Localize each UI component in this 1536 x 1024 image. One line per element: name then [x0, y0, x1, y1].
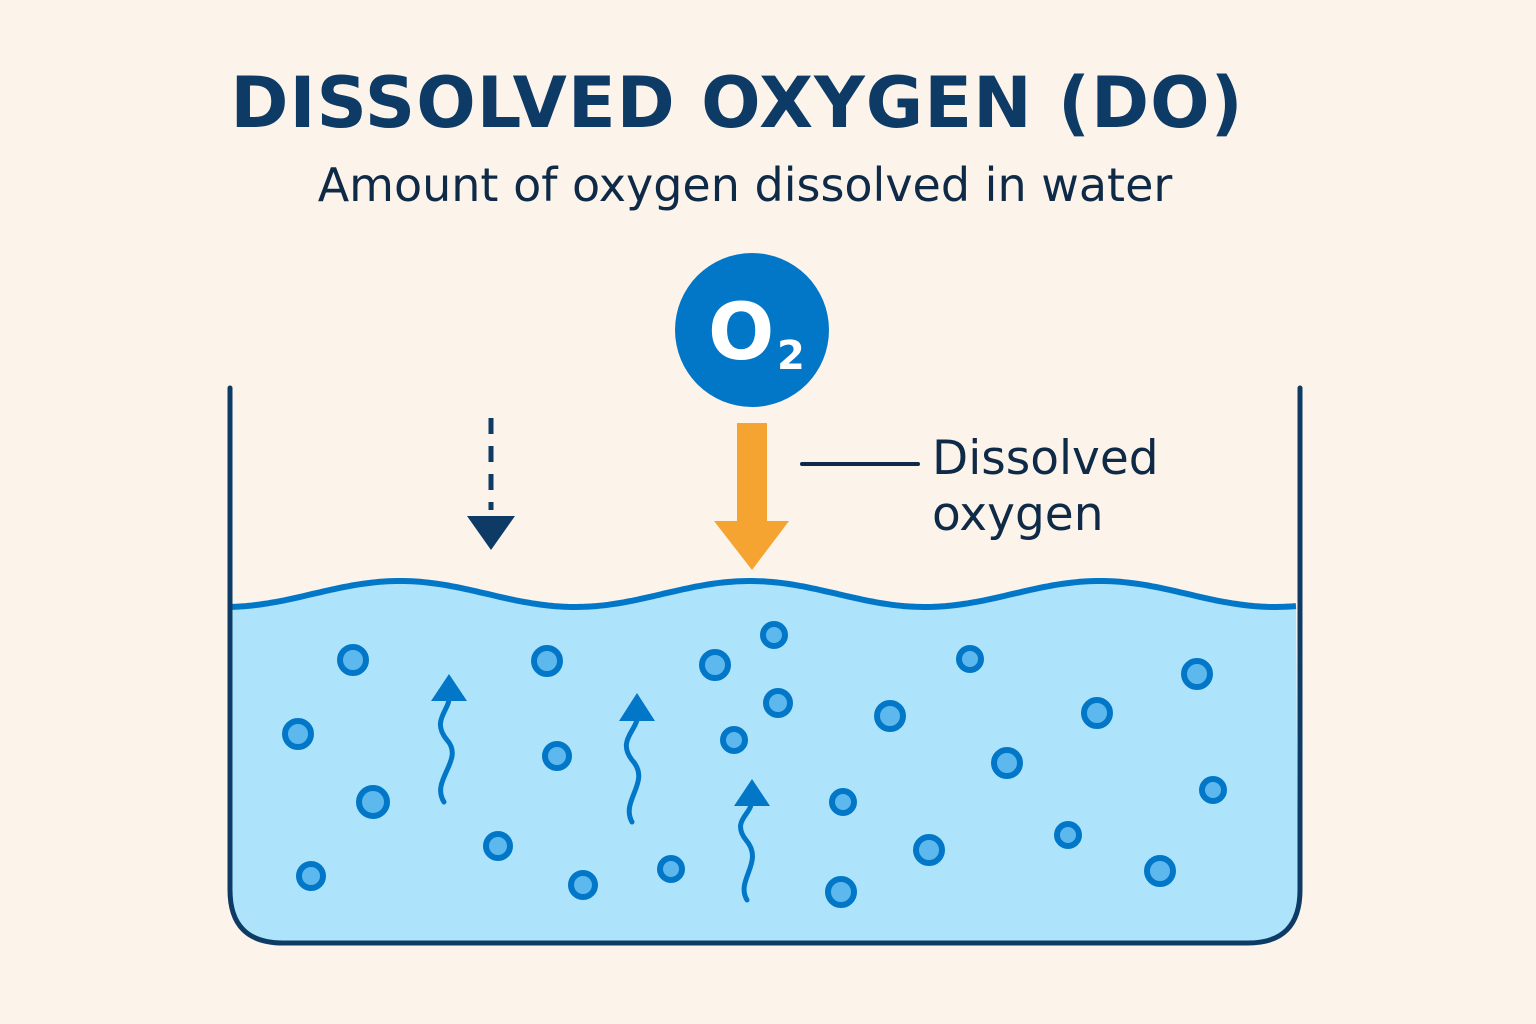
oxygen-bubble — [1081, 697, 1113, 729]
oxygen-bubble — [282, 718, 314, 750]
oxygen-bubble — [531, 645, 563, 677]
callout-label-line1: Dissolved — [932, 431, 1159, 486]
oxygen-bubble — [356, 785, 390, 819]
subtitle: Amount of oxygen dissolved in water — [318, 158, 1173, 212]
oxygen-bubble — [956, 645, 984, 673]
oxygen-bubble — [296, 861, 326, 891]
oxygen-bubble — [657, 855, 685, 883]
rising-arrow-icon — [431, 674, 467, 805]
oxygen-bubble — [991, 747, 1023, 779]
oxygen-bubble — [337, 644, 369, 676]
oxygen-bubble — [568, 870, 598, 900]
rising-arrow-icon — [619, 693, 655, 825]
oxygen-molecule-icon: O 2 — [675, 253, 829, 407]
oxygen-bubble — [720, 726, 748, 754]
oxygen-bubble — [483, 831, 513, 861]
oxygen-bubble — [542, 741, 572, 771]
oxygen-subscript: 2 — [777, 333, 805, 379]
oxygen-bubble — [1054, 821, 1082, 849]
oxygen-bubble — [1199, 776, 1227, 804]
rising-arrow-icon — [734, 779, 770, 903]
title: DISSOLVED OXYGEN (DO) — [230, 62, 1243, 144]
oxygen-bubble — [1144, 855, 1176, 887]
oxygen-symbol: O — [708, 288, 774, 378]
callout-label-line2: oxygen — [932, 487, 1103, 542]
water-surface-wave — [231, 578, 1297, 610]
oxygen-bubble — [699, 649, 731, 681]
oxygen-bubble — [1181, 658, 1213, 690]
orange-down-arrow-icon — [714, 423, 789, 570]
dashed-down-arrow-icon — [467, 418, 515, 550]
oxygen-bubble — [825, 876, 857, 908]
oxygen-bubble — [829, 788, 857, 816]
oxygen-bubbles — [282, 621, 1227, 908]
rising-arrows — [431, 674, 770, 903]
oxygen-bubble — [763, 688, 793, 718]
container-outline — [227, 385, 1303, 946]
oxygen-bubble — [874, 700, 906, 732]
oxygen-bubble — [913, 834, 945, 866]
oxygen-bubble — [760, 621, 788, 649]
